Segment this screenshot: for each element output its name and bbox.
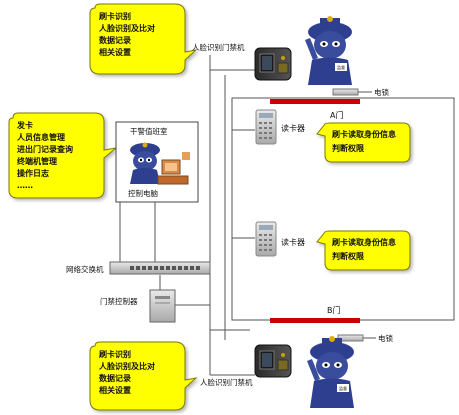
callout-left-line-2: 人员信息管理 (17, 132, 65, 142)
lock-top-label: 电锁 (374, 87, 389, 97)
callout-left-line-1: 发卡 (16, 120, 33, 130)
control-pc-label: 控制电脑 (128, 188, 158, 198)
callout-reader-b: 刷卡读取身份信息 判断权限 (316, 230, 411, 271)
callout-bottom-line-1: 刷卡识别 (98, 349, 131, 359)
face-terminal-icon (254, 344, 292, 378)
controller-label: 门禁控制器 (100, 296, 138, 306)
callout-left-line-3: 进出门记录查询 (17, 144, 73, 154)
switch-label: 网络交换机 (66, 264, 104, 274)
callout-top-line-1: 刷卡识别 (98, 11, 131, 21)
card-reader-icon (255, 109, 277, 145)
callout-top-line-2: 人脸识别及比对 (99, 23, 155, 33)
reader-2-label: 读卡器 (281, 237, 305, 247)
card-reader-icon (255, 221, 277, 257)
duty-room-label: 干警值班室 (130, 126, 168, 136)
duty-room: 干警值班室 控制电脑 (115, 121, 199, 203)
guard-icon: 监督 (305, 16, 352, 85)
callout-left: 发卡 人员信息管理 进出门记录查询 终端机管理 操作日志 …… (8, 112, 118, 199)
callout-reader-b-line-1: 刷卡读取身份信息 (331, 237, 396, 247)
callout-reader-a: 刷卡读取身份信息 判断权限 (316, 122, 411, 163)
terminal-top-label: 人脸识别门禁机 (192, 42, 245, 52)
door-b-bar (270, 318, 360, 323)
controller-icon (149, 289, 176, 323)
terminal-bottom-label: 人脸识别门禁机 (200, 377, 253, 387)
callout-left-line-6: …… (17, 181, 33, 190)
guard-badge-top: 监督 (337, 64, 345, 70)
guard-badge-bottom: 监督 (339, 385, 347, 391)
door-a-label: A门 (330, 110, 343, 120)
door-b-label: B门 (327, 305, 341, 315)
callout-bottom: 刷卡识别 人脸识别及比对 数据记录 相关设置 (89, 341, 198, 411)
callout-left-line-5: 操作日志 (17, 168, 49, 178)
electric-lock-icon (332, 88, 359, 96)
switch-icon (109, 261, 211, 275)
callout-top-line-4: 相关设置 (99, 47, 131, 57)
callout-bottom-line-4: 相关设置 (99, 385, 131, 395)
computer-icon (157, 152, 190, 185)
callout-left-line-4: 终端机管理 (16, 156, 57, 166)
reader-1-label: 读卡器 (281, 123, 305, 133)
lock-bottom-label: 电锁 (378, 333, 393, 343)
callout-bottom-line-2: 人脸识别及比对 (99, 361, 155, 371)
callout-reader-a-line-1: 刷卡读取身份信息 (331, 129, 396, 139)
face-terminal-icon (254, 47, 292, 81)
callout-reader-b-line-2: 判断权限 (332, 251, 364, 261)
callout-reader-a-line-2: 判断权限 (332, 143, 364, 153)
callout-top-line-3: 数据记录 (99, 35, 131, 45)
guard-icon: 监督 (307, 336, 354, 408)
callout-bottom-line-3: 数据记录 (99, 373, 131, 383)
callout-top: 刷卡识别 人脸识别及比对 数据记录 相关设置 (89, 3, 198, 75)
door-a-bar (270, 99, 360, 104)
guard-icon (130, 142, 160, 184)
